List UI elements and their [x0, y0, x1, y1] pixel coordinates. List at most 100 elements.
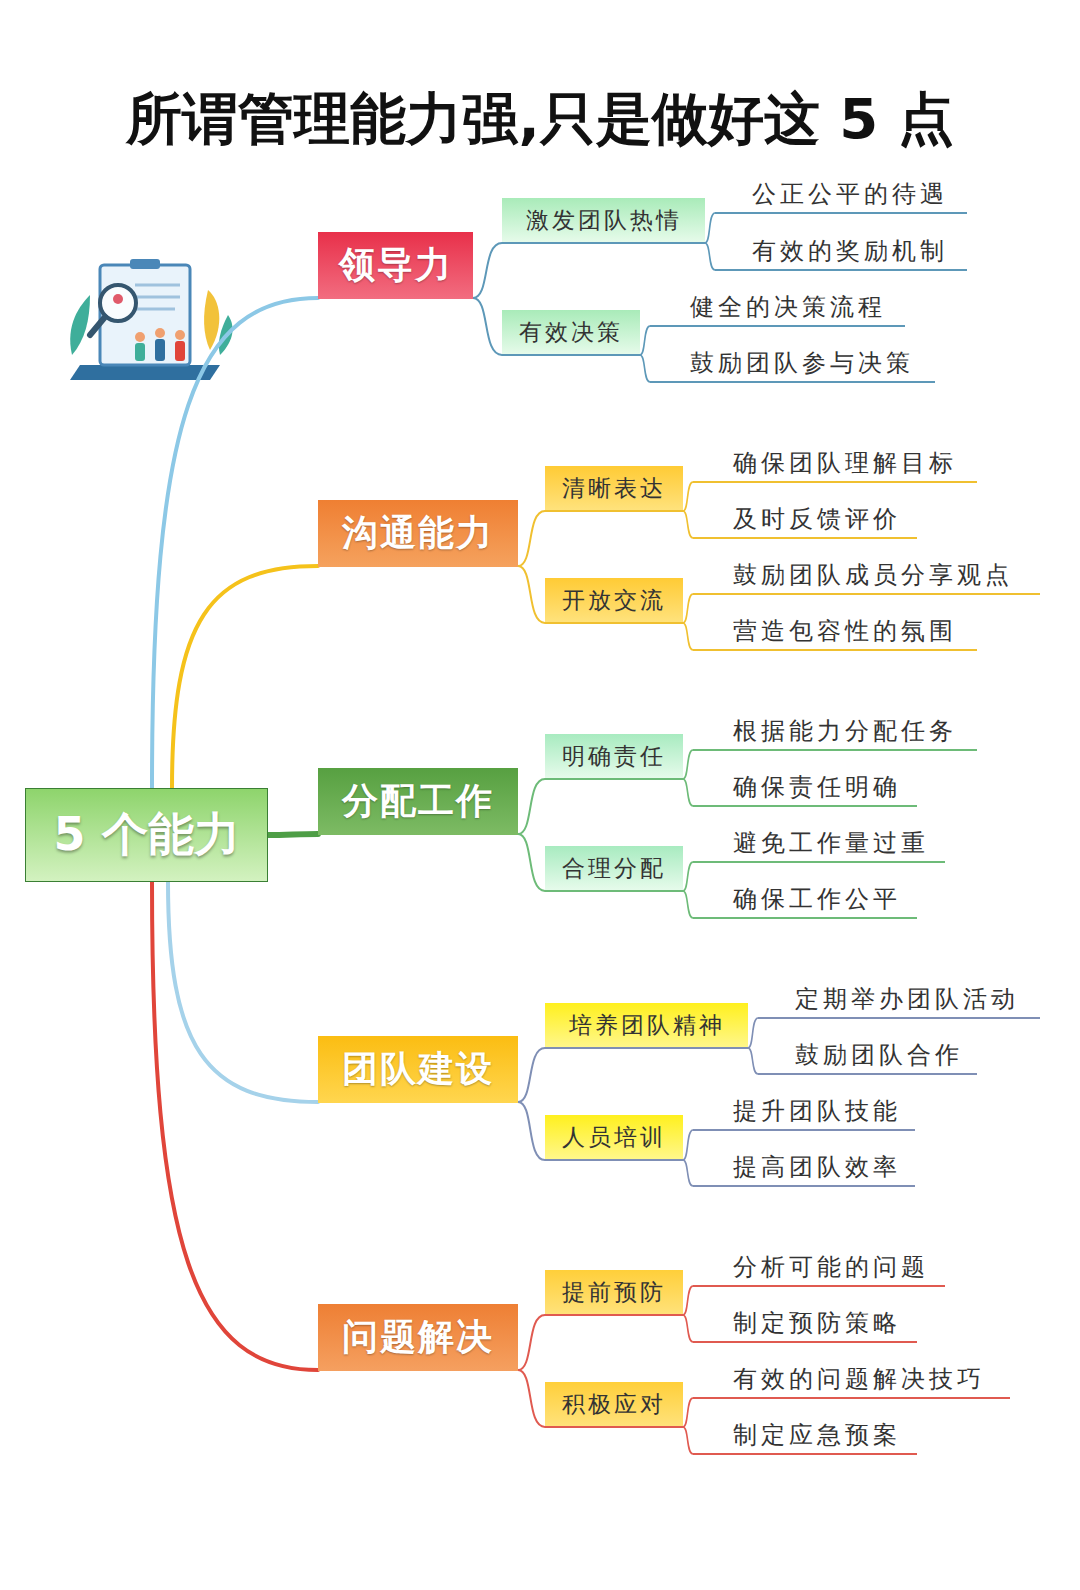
leaf-item: 鼓励团队合作: [758, 1037, 977, 1075]
branch-connector: [683, 750, 693, 779]
topic-box: 积极应对: [545, 1382, 683, 1428]
branch-connector: [683, 1286, 693, 1315]
clip: [130, 259, 160, 269]
node-text: 营造包容性的氛围: [733, 617, 957, 645]
doc-line: [135, 308, 175, 311]
node-text: 公正公平的待遇: [752, 180, 948, 208]
node-text: 提高团队效率: [733, 1153, 901, 1181]
node-text: 鼓励团队参与决策: [690, 349, 914, 377]
branch-connector: [473, 243, 502, 298]
leaf-item: 鼓励团队参与决策: [650, 345, 935, 383]
node-text: 培养团队精神: [569, 1010, 725, 1041]
node-text: 根据能力分配任务: [733, 717, 957, 745]
branch-connector: [168, 882, 318, 1102]
branch-connector: [683, 891, 693, 918]
branch-connector: [172, 566, 318, 788]
leaf-item: 有效的问题解决技巧: [693, 1361, 1010, 1399]
topic-box: 有效决策: [502, 310, 640, 356]
node-text: 沟通能力: [342, 509, 494, 558]
node-text: 5 个能力: [53, 804, 239, 866]
branch-connector: [518, 1315, 545, 1370]
branch-connector: [683, 1427, 693, 1454]
clipboard: [100, 265, 190, 365]
person-body: [155, 339, 165, 361]
branch-connector: [705, 243, 715, 270]
magnifier-handle: [90, 317, 105, 335]
leaf-item: 健全的决策流程: [650, 289, 905, 327]
branch-box: 沟通能力: [318, 500, 518, 567]
doc-line: [135, 296, 180, 299]
branch-connector: [683, 1398, 693, 1427]
node-text: 健全的决策流程: [690, 293, 886, 321]
person-body: [175, 341, 185, 361]
node-text: 有效的奖励机制: [752, 237, 948, 265]
node-text: 有效的问题解决技巧: [733, 1365, 985, 1393]
node-text: 确保团队理解目标: [733, 449, 957, 477]
node-text: 确保责任明确: [733, 773, 901, 801]
leaf-item: 提升团队技能: [693, 1093, 915, 1131]
leaf-item: 定期举办团队活动: [758, 981, 1040, 1019]
node-text: 避免工作量过重: [733, 829, 929, 857]
branch-connector: [683, 862, 693, 891]
leaf-item: 确保责任明确: [693, 769, 917, 807]
node-text: 明确责任: [562, 741, 666, 772]
node-text: 定期举办团队活动: [795, 985, 1019, 1013]
topic-box: 清晰表达: [545, 466, 683, 512]
topic-box: 合理分配: [545, 846, 683, 892]
node-text: 合理分配: [562, 853, 666, 884]
leaf-item: 分析可能的问题: [693, 1249, 945, 1287]
avatar: [113, 294, 123, 304]
node-text: 制定应急预案: [733, 1421, 901, 1449]
node-text: 人员培训: [562, 1122, 666, 1153]
node-text: 问题解决: [342, 1313, 494, 1362]
topic-box: 人员培训: [545, 1115, 683, 1161]
topic-box: 培养团队精神: [545, 1003, 748, 1049]
branch-connector: [518, 779, 545, 834]
branch-connector: [683, 511, 693, 538]
branch-connector: [683, 594, 693, 623]
branch-connector: [683, 623, 693, 650]
leaf-item: 避免工作量过重: [693, 825, 945, 863]
node-text: 有效决策: [519, 317, 623, 348]
node-text: 激发团队热情: [526, 205, 682, 236]
person-head: [175, 330, 185, 340]
branch-connector: [683, 1315, 693, 1342]
node-text: 提升团队技能: [733, 1097, 901, 1125]
person-head: [155, 328, 165, 338]
leaf-item: 公正公平的待遇: [715, 176, 967, 214]
leaf-item: 鼓励团队成员分享观点: [693, 557, 1040, 595]
node-text: 分配工作: [342, 777, 494, 826]
node-text: 领导力: [339, 241, 453, 290]
person-head: [135, 332, 145, 342]
node-text: 鼓励团队合作: [795, 1041, 963, 1069]
doc-line: [135, 284, 180, 287]
node-text: 鼓励团队成员分享观点: [733, 561, 1013, 589]
branch-connector: [518, 511, 545, 566]
branch-connector: [683, 779, 693, 806]
topic-box: 明确责任: [545, 734, 683, 780]
leaf: [70, 295, 90, 355]
branch-connector: [683, 1130, 693, 1160]
branch-connector: [640, 326, 650, 355]
branch-connector: [518, 1048, 545, 1102]
node-text: 确保工作公平: [733, 885, 901, 913]
node-text: 及时反馈评价: [733, 505, 901, 533]
branch-connector: [640, 355, 650, 382]
leaf-item: 制定预防策略: [693, 1305, 917, 1343]
node-text: 清晰表达: [562, 473, 666, 504]
branch-connector: [748, 1048, 758, 1074]
node-text: 团队建设: [342, 1045, 494, 1094]
branch-connector: [152, 298, 318, 788]
leaf-item: 提高团队效率: [693, 1149, 915, 1187]
branch-connector: [518, 566, 545, 623]
root-box: 5 个能力: [25, 788, 268, 882]
branch-connector: [518, 834, 545, 891]
branch-box: 分配工作: [318, 768, 518, 835]
topic-box: 提前预防: [545, 1270, 683, 1316]
branch-connector: [518, 1102, 545, 1160]
branch-connector: [683, 1160, 693, 1186]
branch-connector: [268, 834, 318, 835]
branch-connector: [152, 882, 318, 1370]
branch-box: 问题解决: [318, 1304, 518, 1371]
